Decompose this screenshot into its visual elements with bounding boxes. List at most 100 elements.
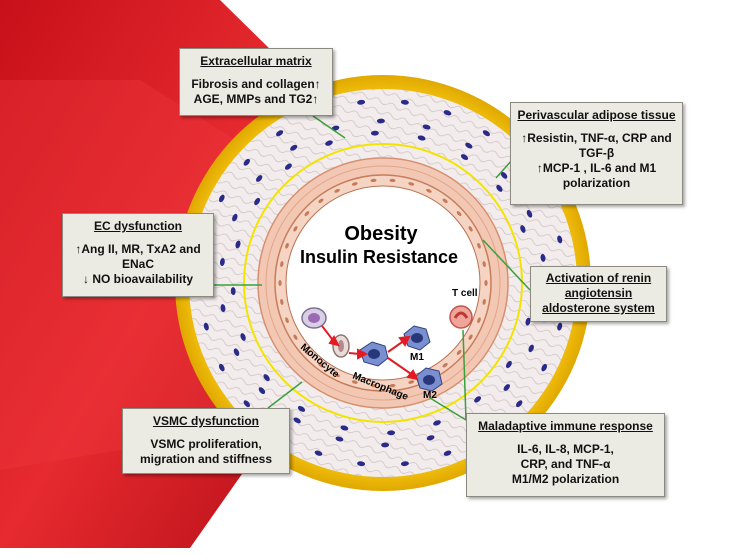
endothelial-nucleus bbox=[442, 198, 448, 204]
smc-nucleus bbox=[376, 118, 385, 124]
endothelial-nucleus bbox=[389, 383, 396, 388]
smc-nucleus bbox=[258, 387, 266, 394]
smc-nucleus bbox=[230, 287, 236, 296]
smc-nucleus bbox=[203, 322, 209, 331]
smc-nucleus bbox=[233, 348, 240, 356]
smc-nucleus bbox=[541, 363, 548, 372]
endothelial-nucleus bbox=[482, 298, 486, 305]
immune-response-line-2: CRP, and TNF-α bbox=[520, 457, 611, 471]
monocyte-cell bbox=[301, 307, 327, 329]
smc-nucleus bbox=[526, 210, 533, 218]
smc-nucleus bbox=[297, 405, 306, 412]
smc-nucleus bbox=[417, 135, 426, 141]
endothelial-nucleus bbox=[370, 383, 377, 388]
smc-nucleus bbox=[505, 360, 512, 369]
m2-label: M2 bbox=[423, 390, 437, 401]
smc-nucleus bbox=[540, 253, 546, 262]
perivascular-adipose-line-3: ↑MCP-1 , IL-6 and M1 bbox=[536, 161, 657, 175]
smc-nucleus bbox=[520, 225, 526, 233]
smc-nucleus bbox=[357, 99, 366, 105]
endothelial-nucleus bbox=[408, 380, 415, 384]
perivascular-adipose-title: Perivascular adipose tissue bbox=[517, 108, 676, 122]
endothelial-nucleus bbox=[304, 349, 310, 355]
connector-lines bbox=[214, 115, 531, 421]
perivascular-adipose-line-4: polarization bbox=[562, 176, 631, 190]
smc-nucleus bbox=[525, 317, 531, 326]
smc-nucleus bbox=[243, 400, 251, 408]
ec-dysfunction-box: EC dysfunction ↑Ang II, MR, TxA2 and ENa… bbox=[62, 213, 214, 297]
smc-nucleus bbox=[335, 436, 344, 442]
smc-nucleus bbox=[219, 258, 225, 266]
smc-nucleus bbox=[325, 140, 333, 146]
endothelial-nucleus bbox=[293, 334, 298, 340]
ec-dysfunction-line-2: ENaC bbox=[121, 257, 154, 271]
smc-nucleus bbox=[400, 99, 409, 105]
endothelial-nucleus bbox=[468, 334, 473, 340]
extracellular-matrix-line-1: Fibrosis and collagen↑ bbox=[191, 77, 321, 91]
extracellular-matrix-title: Extracellular matrix bbox=[200, 54, 312, 68]
cell-migration-arrows bbox=[321, 325, 419, 381]
perivascular-adipose-line-2: TGF-β bbox=[578, 146, 615, 160]
smc-nucleus bbox=[218, 194, 225, 203]
m1-label: M1 bbox=[410, 352, 424, 363]
tcell-label: T cell bbox=[452, 288, 478, 299]
smc-nucleus bbox=[482, 130, 490, 137]
vsmc-dysfunction-box: VSMC dysfunction VSMC proliferation, mig… bbox=[122, 408, 290, 474]
smc-nucleus bbox=[243, 158, 251, 166]
smc-nucleus bbox=[460, 154, 469, 161]
smc-nucleus bbox=[426, 435, 435, 441]
endothelial-nucleus bbox=[484, 280, 488, 286]
smc-nucleus bbox=[387, 430, 396, 436]
endothelial-nucleus bbox=[351, 380, 358, 384]
smc-nucleus bbox=[263, 374, 270, 382]
smc-nucleus bbox=[557, 235, 563, 244]
endothelial-nucleus bbox=[318, 362, 324, 368]
vsmc-dysfunction-line-2: migration and stiffness bbox=[139, 452, 273, 466]
smc-nucleus bbox=[218, 363, 225, 372]
ec-dysfunction-line-1: ↑Ang II, MR, TxA2 and bbox=[75, 242, 201, 256]
smc-nucleus bbox=[220, 304, 226, 313]
smc-nucleus bbox=[474, 396, 482, 403]
smc-nucleus bbox=[340, 425, 349, 431]
smc-nucleus bbox=[465, 142, 473, 149]
endothelial-nucleus bbox=[408, 182, 415, 186]
smc-nucleus bbox=[357, 461, 366, 467]
smc-nucleus bbox=[443, 110, 452, 116]
endothelial-nucleus bbox=[334, 373, 340, 378]
ec-dysfunction-title: EC dysfunction bbox=[93, 219, 182, 233]
smc-nucleus bbox=[500, 172, 508, 179]
smc-nucleus bbox=[256, 175, 263, 182]
smc-nucleus bbox=[276, 130, 284, 137]
vsmc-dysfunction-title: VSMC dysfunction bbox=[152, 414, 259, 428]
endothelial-nucleus bbox=[285, 317, 289, 324]
endothelial-nucleus bbox=[334, 188, 340, 193]
raas-title-line-3: aldosterone system bbox=[542, 301, 655, 315]
smc-nucleus bbox=[290, 144, 298, 151]
perivascular-adipose-line-1: ↑Resistin, TNF-α, CRP and bbox=[521, 131, 672, 145]
lumen bbox=[285, 185, 481, 381]
endothelial-nucleus bbox=[468, 226, 473, 232]
raas-activation-box: Activation of renin angiotensin aldoster… bbox=[530, 266, 667, 322]
smc-nucleus bbox=[235, 240, 241, 249]
endothelial-nucleus bbox=[426, 188, 432, 193]
smc-nucleus bbox=[240, 333, 246, 341]
smc-nucleus bbox=[314, 450, 323, 456]
endothelial-nucleus bbox=[280, 298, 284, 305]
elastic-lamina bbox=[243, 143, 523, 423]
extracellular-matrix-line-2: AGE, MMPs and TG2↑ bbox=[193, 92, 319, 106]
smc-nucleus bbox=[370, 130, 379, 136]
macrophage-cell bbox=[359, 341, 389, 367]
intima-ring-line bbox=[265, 165, 501, 401]
endothelial-nucleus bbox=[285, 242, 289, 249]
ec-dysfunction-line-3: ↓ NO bioavailability bbox=[82, 272, 194, 286]
endothelial-nucleus bbox=[351, 182, 358, 186]
vsmc-dysfunction-line-1: VSMC proliferation, bbox=[150, 437, 262, 451]
endothelial-nucleus bbox=[370, 178, 377, 183]
smc-nucleus bbox=[284, 163, 292, 170]
center-title-obesity: Obesity bbox=[344, 223, 418, 245]
immune-response-title: Maladaptive immune response bbox=[478, 419, 653, 433]
endothelial-nucleus bbox=[278, 280, 282, 286]
smc-nucleus bbox=[515, 400, 523, 408]
immune-response-line-3: M1/M2 polarization bbox=[511, 472, 620, 486]
endothelial-nucleus bbox=[389, 178, 396, 183]
